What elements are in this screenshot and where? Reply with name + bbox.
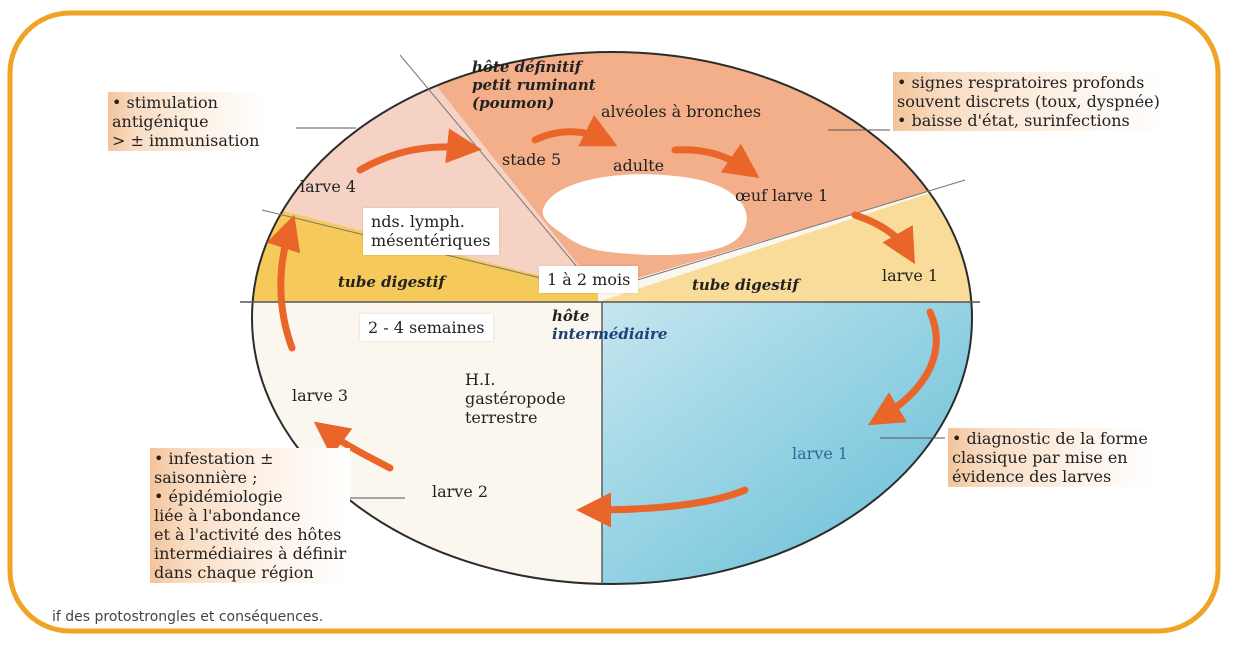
lymph-nodes-box: nds. lymph. mésentériques [363,208,499,255]
note-stimulation: • stimulation antigénique > ± immunisati… [108,92,263,151]
note-infestation: • infestation ± saisonnière ; • épidémio… [150,448,350,583]
stage-larve2: larve 2 [432,482,488,501]
figure-caption: if des protostrongles et conséquences. [52,609,323,625]
tube-digestif-left-label: tube digestif [338,273,445,292]
stage-larve1-blue: larve 1 [792,444,848,463]
host-definitive-label: hôte définitif petit ruminant (poumon) [472,58,596,112]
stage-larve4: larve 4 [300,177,356,196]
note-diagnostic: • diagnostic de la forme classique par m… [948,428,1152,487]
host-intermediate-label: hôte intermédiaire [552,307,667,343]
note-signes-respiratoires: • signes respratoires profonds souvent d… [893,72,1164,131]
stage-stade5: stade 5 [502,150,561,169]
stage-larve1-top: larve 1 [882,266,938,285]
tube-digestif-right-label: tube digestif [692,276,799,295]
intermediate-host-gastropod-label: H.I. gastéropode terrestre [465,370,566,427]
duration-weeks-box: 2 - 4 semaines [360,314,493,341]
duration-month-box: 1 à 2 mois [539,266,638,293]
stage-adulte: adulte [613,156,664,175]
alveoles-label: alvéoles à bronches [601,102,761,121]
stage-larve3: larve 3 [292,386,348,405]
stage-oeuf-larve1: œuf larve 1 [735,186,828,205]
